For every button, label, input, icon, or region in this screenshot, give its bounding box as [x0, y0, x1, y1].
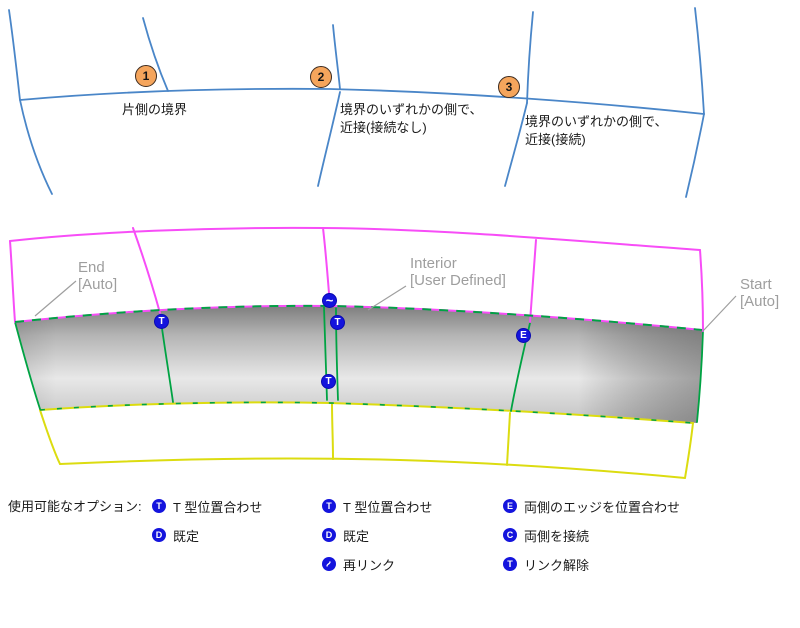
- wireframe-right-curve-top: [694, 7, 705, 115]
- options-heading: 使用可能なオプション:: [8, 499, 142, 514]
- yellow-division-2: [506, 412, 511, 466]
- end-label-line2: [Auto]: [78, 276, 118, 293]
- wireframe-division-2-top: [332, 24, 341, 90]
- relink-icon: ~: [321, 557, 337, 571]
- icon-glyph: D: [325, 530, 333, 540]
- yellow-division-1: [331, 402, 334, 460]
- badge-glyph: ~: [325, 293, 334, 308]
- magenta-right-edge: [699, 249, 704, 332]
- green-right-edge: [696, 330, 704, 423]
- caption-line: 近接(接続): [525, 132, 586, 147]
- start-auto-label: Start [Auto]: [740, 276, 779, 310]
- green-left-edge: [14, 321, 41, 410]
- option-row: D 既定: [152, 526, 262, 544]
- badge-glyph: T: [158, 316, 165, 327]
- caption-line: 近接(接続なし): [340, 120, 427, 135]
- wireframe-main-curve: [19, 87, 705, 115]
- end-leader-line: [34, 280, 77, 317]
- option-row: T リンク解除: [503, 555, 680, 573]
- option-label: 両側を接続: [524, 528, 590, 544]
- caption-line: 片側の境界: [122, 102, 188, 117]
- option-label: 既定: [343, 528, 370, 544]
- dashed-boundary-overlays: [14, 304, 703, 424]
- option-label: 両側のエッジを位置合わせ: [524, 499, 681, 515]
- magenta-top-edge: [9, 226, 701, 251]
- icon-glyph: T: [507, 559, 513, 569]
- badge-glyph: E: [520, 330, 527, 341]
- t-align-badge-lower: T: [321, 374, 336, 389]
- option-label: 再リンク: [343, 557, 396, 573]
- caption-proximity-no-connection: 境界のいずれかの側で、 近接(接続なし): [340, 101, 482, 137]
- wireframe-right-curve-bottom: [685, 113, 705, 198]
- lower-boundary-dashes: [39, 401, 694, 424]
- badge-glyph: T: [334, 317, 341, 328]
- default-icon: D: [322, 528, 336, 542]
- options-column-1: T T 型位置合わせ D 既定: [152, 497, 262, 544]
- icon-glyph: D: [155, 530, 163, 540]
- option-label: 既定: [173, 528, 200, 544]
- marker-1: 1: [135, 65, 157, 87]
- magenta-left-edge: [9, 240, 16, 323]
- icon-glyph: E: [506, 501, 513, 511]
- options-column-3: E 両側のエッジを位置合わせ C 両側を接続 T リンク解除: [503, 497, 680, 573]
- end-label-line1: End: [78, 259, 105, 276]
- badge-glyph: T: [325, 376, 332, 387]
- option-row: ~ 再リンク: [321, 555, 432, 573]
- option-label: T 型位置合わせ: [173, 499, 263, 515]
- icon-glyph: ~: [321, 557, 337, 571]
- option-label: T 型位置合わせ: [343, 499, 433, 515]
- option-row: D 既定: [322, 526, 432, 544]
- option-row: T T 型位置合わせ: [322, 497, 432, 515]
- icon-glyph: T: [326, 501, 332, 511]
- start-label-line1: Start: [740, 276, 772, 293]
- caption-proximity-connection: 境界のいずれかの側で、 近接(接続): [525, 113, 667, 149]
- magenta-division-3: [529, 239, 537, 323]
- interior-user-defined-label: Interior [User Defined]: [410, 255, 506, 289]
- interior-label-line2: [User Defined]: [410, 272, 506, 289]
- wireframe-left-curve: [8, 9, 53, 195]
- wireframe-division-2-bottom: [317, 91, 341, 187]
- marker-3-number: 3: [505, 80, 513, 94]
- start-leader-line: [702, 295, 737, 332]
- upper-boundary-dashes: [14, 304, 703, 331]
- default-icon: D: [152, 528, 166, 542]
- green-curve-2a: [323, 306, 328, 401]
- t-align-badge-middle: T: [330, 315, 345, 330]
- magenta-division-1: [132, 227, 161, 314]
- t-align-icon: T: [322, 499, 336, 513]
- yellow-right-edge: [684, 422, 694, 479]
- unlink-icon: T: [503, 557, 517, 571]
- callout-leaders: [34, 280, 737, 332]
- end-auto-label: End [Auto]: [78, 259, 117, 293]
- marker-2-number: 2: [317, 70, 325, 84]
- interior-label-line1: Interior: [410, 255, 457, 272]
- top-wireframe: [8, 7, 705, 198]
- option-label: リンク解除: [524, 557, 590, 573]
- wireframe-division-3-top: [526, 11, 534, 104]
- marker-2: 2: [310, 66, 332, 88]
- caption-line: 境界のいずれかの側で、: [525, 114, 668, 129]
- edge-align-badge: E: [516, 328, 531, 343]
- options-column-2: T T 型位置合わせ D 既定 ~ 再リンク: [321, 497, 432, 573]
- marker-1-number: 1: [142, 69, 150, 83]
- wireframe-division-3-bottom: [504, 102, 528, 187]
- icon-glyph: T: [156, 501, 162, 511]
- edge-align-icon: E: [503, 499, 517, 513]
- wireframe-division-1: [142, 17, 169, 92]
- option-row: E 両側のエッジを位置合わせ: [503, 497, 680, 515]
- t-align-badge-left: T: [154, 314, 169, 329]
- marker-3: 3: [498, 76, 520, 98]
- connect-sides-icon: C: [503, 528, 517, 542]
- icon-glyph: C: [506, 530, 514, 540]
- t-align-icon: T: [152, 499, 166, 513]
- caption-one-sided-boundary: 片側の境界: [122, 101, 187, 119]
- option-row: C 両側を接続: [503, 526, 680, 544]
- interior-leader-line: [367, 285, 407, 311]
- yellow-bottom-edge: [59, 457, 686, 479]
- start-label-line2: [Auto]: [740, 293, 780, 310]
- option-row: T T 型位置合わせ: [152, 497, 262, 515]
- wave-connector-badge: ~: [322, 293, 337, 308]
- caption-line: 境界のいずれかの側で、: [340, 102, 483, 117]
- yellow-left-edge: [39, 409, 61, 465]
